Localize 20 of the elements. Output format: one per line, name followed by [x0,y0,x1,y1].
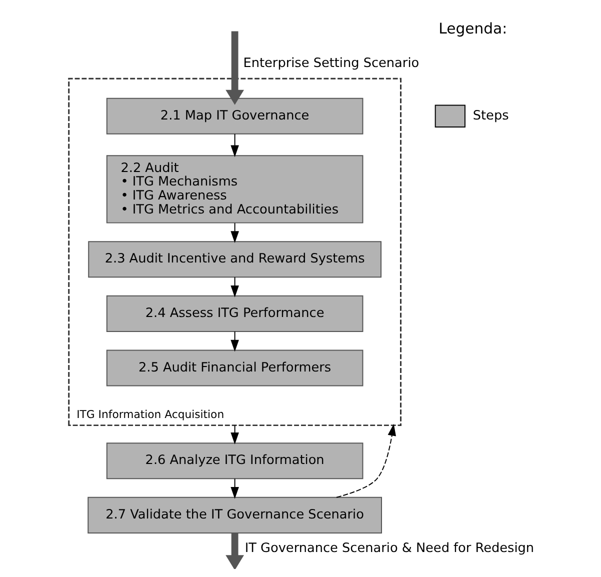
arrow [230,276,239,298]
node-box: 2.5 Audit Financial Performers [106,350,364,386]
arrow [226,533,244,569]
legend-label: Steps [472,108,509,124]
node-box: 2.4 Assess ITG Performance [106,295,364,332]
node-box: 2.7 Validate the IT Governance Scenario [88,496,382,534]
node-box: 2.6 Analyze ITG Information [106,442,364,480]
node-box: 2.2 Audit • ITG Mechanisms • ITG Awareness • ITG Metrics and Accountabilities [106,155,364,224]
arrow [230,133,239,158]
edge-label: Enterprise Setting Scenario [243,56,420,72]
arrow [230,478,239,499]
arrow [336,424,396,498]
arrow [230,222,239,244]
arrow [226,31,244,105]
edge-label: IT Governance Scenario & Need for Redesign [244,541,534,556]
label: Legenda: [438,20,508,38]
node-box: 2.3 Audit Incentive and Reward Systems [88,241,382,278]
arrow [230,424,239,444]
node-box: 2.1 Map IT Governance [106,98,364,134]
arrow [230,331,239,352]
